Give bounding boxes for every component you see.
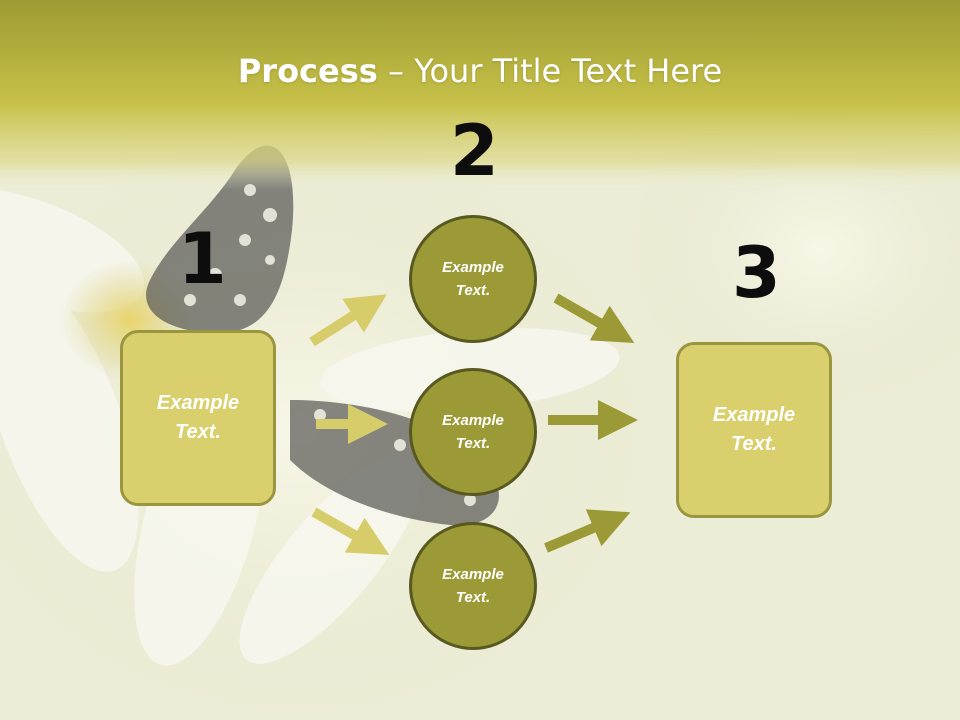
step-2-circle-middle[interactable]: Example Text. — [409, 368, 537, 496]
arrow-bottom-to-box — [544, 509, 631, 553]
step-2-circle-bottom[interactable]: Example Text. — [409, 522, 537, 650]
step-3-box[interactable]: Example Text. — [676, 342, 832, 518]
slide-title: Process – Your Title Text Here — [0, 52, 960, 90]
circle-top-text: Example Text. — [442, 259, 504, 299]
circle-middle-text: Example Text. — [442, 412, 504, 452]
step-number-2: 2 — [450, 110, 499, 192]
step-number-1: 1 — [178, 218, 227, 300]
step-1-box[interactable]: Example Text. — [120, 330, 276, 506]
step-number-3: 3 — [732, 232, 781, 314]
title-rest: – Your Title Text Here — [377, 52, 723, 90]
step-2-circle-top[interactable]: Example Text. — [409, 215, 537, 343]
step-3-text: Example Text. — [712, 404, 796, 455]
arrow-box-to-top — [309, 294, 387, 347]
arrow-box-to-bottom — [311, 507, 390, 555]
step-1-text: Example Text. — [156, 392, 240, 443]
arrow-top-to-box — [553, 293, 635, 343]
circle-bottom-text: Example Text. — [442, 566, 504, 606]
title-bold: Process — [237, 52, 378, 90]
